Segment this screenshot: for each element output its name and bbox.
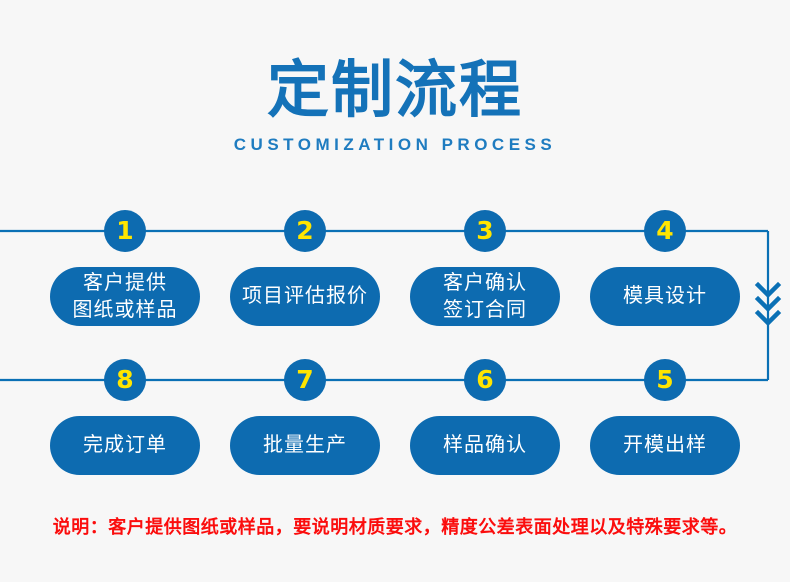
footer-note: 说明：客户提供图纸或样品，要说明材质要求，精度公差表面处理以及特殊要求等。 (52, 517, 738, 537)
flow-row-bottom: 8 完成订单 7 批量生产 6 样品确认 5 开模出样 (0, 354, 790, 514)
step-label-pill[interactable]: 客户确认 签订合同 (410, 267, 560, 326)
step-label-text: 客户提供 图纸或样品 (72, 271, 178, 321)
step-label-text: 完成订单 (83, 434, 167, 456)
step-label-text: 样品确认 (443, 434, 527, 456)
step-number-badge: 1 (104, 210, 146, 252)
step-label-pill[interactable]: 项目评估报价 (230, 267, 380, 326)
step-number-badge: 2 (284, 210, 326, 252)
step-label-text: 项目评估报价 (242, 285, 368, 307)
step-number-badge: 5 (644, 359, 686, 401)
page-title: 定制流程 (266, 56, 523, 125)
step-label-text: 批量生产 (263, 434, 347, 456)
step-label-text: 模具设计 (623, 285, 707, 307)
flow-row-top: 1 客户提供 图纸或样品 2 项目评估报价 3 客户确认 签订合同 4 模具设计 (0, 205, 790, 365)
step-label-pill[interactable]: 完成订单 (50, 416, 200, 475)
step-number-badge: 4 (644, 210, 686, 252)
chevron-down-triple-icon (754, 281, 782, 327)
step-label-text: 开模出样 (623, 434, 707, 456)
step-label-pill[interactable]: 开模出样 (590, 416, 740, 475)
step-label-pill[interactable]: 模具设计 (590, 267, 740, 326)
step-label-pill[interactable]: 样品确认 (410, 416, 560, 475)
page-subtitle: CUSTOMIZATION PROCESS (233, 135, 557, 155)
step-number-badge: 7 (284, 359, 326, 401)
step-label-pill[interactable]: 批量生产 (230, 416, 380, 475)
step-number-badge: 6 (464, 359, 506, 401)
step-label-text: 客户确认 签订合同 (443, 271, 527, 321)
step-number-badge: 8 (104, 359, 146, 401)
page-header: 定制流程 CUSTOMIZATION PROCESS (0, 58, 790, 155)
step-number-badge: 3 (464, 210, 506, 252)
step-label-pill[interactable]: 客户提供 图纸或样品 (50, 267, 200, 326)
